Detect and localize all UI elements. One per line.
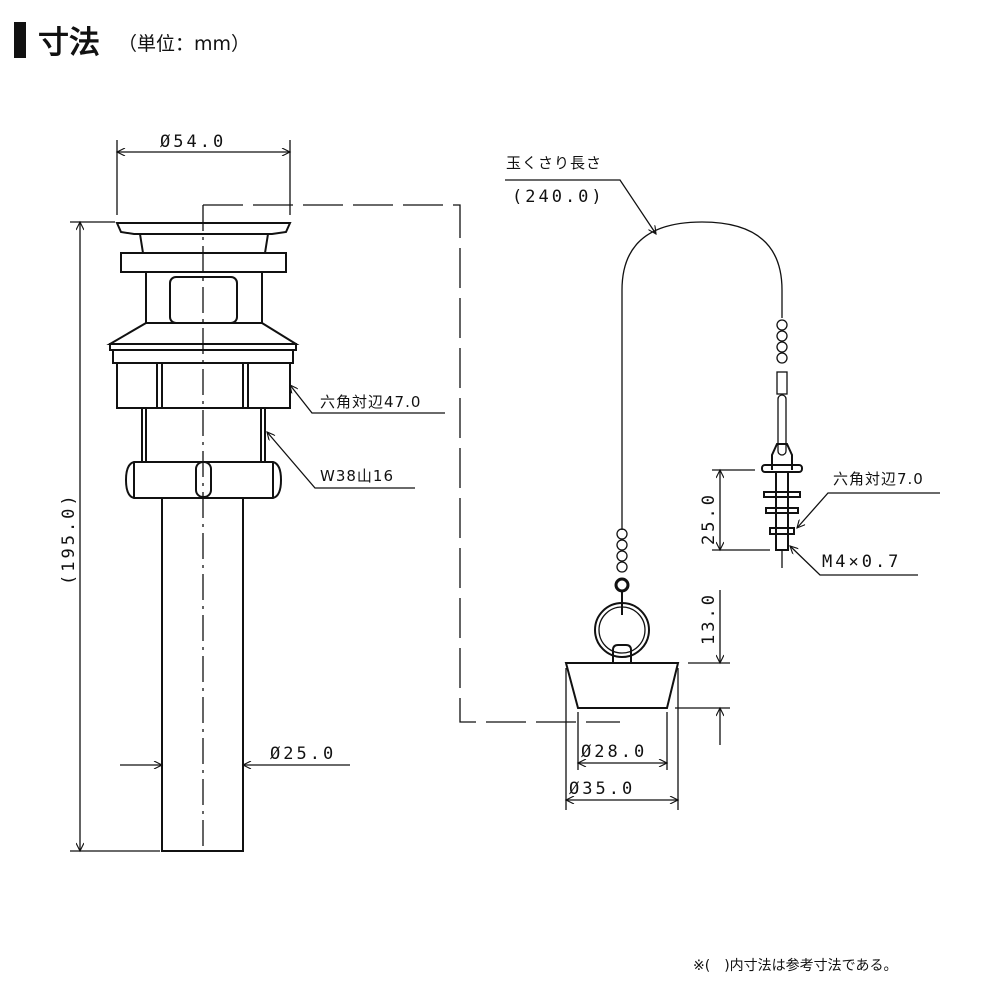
stopper-diameter-ext [565,668,679,810]
connection-line [203,204,620,723]
chain-length-leader [505,179,656,234]
chain-length-label: 玉くさり長さ [506,154,602,172]
stopper-plug [564,662,680,709]
bolt-length-label: 25.0 [699,492,719,545]
thread-label: W38山16 [320,467,394,485]
chain-beads-lower [616,528,628,573]
stopper-ring-inner [598,606,646,654]
bolt-dim-ext [712,469,770,551]
stopper-knob [612,644,632,663]
chain-length-value: (240.0) [512,187,605,207]
small-hex-leader [797,492,940,528]
chain-hook [761,371,803,568]
stopper-top-diameter-label: Ø35.0 [569,779,635,799]
stopper-ring [594,602,650,658]
top-diameter-label: Ø54.0 [160,132,226,152]
page-title: 寸法 [38,25,100,61]
pipe-diameter-label: Ø25.0 [270,744,336,764]
footnote: ※( )内寸法は参考寸法である。 [693,957,898,974]
hex-leader [290,385,445,414]
stopper-height-label: 13.0 [699,592,719,645]
small-hex-label: 六角対辺7.0 [833,470,924,488]
stopper-height-ext [675,662,730,709]
stopper-bottom-diameter-label: Ø28.0 [581,742,647,762]
unit-label: （単位：mm） [118,33,250,55]
chain-beads-upper [776,319,788,364]
hex-label: 六角対辺47.0 [320,393,421,411]
screw-label: M4×0.7 [822,552,901,572]
title-bar-mark [14,22,26,58]
screw-leader [790,546,918,576]
overall-height-label: (195.0) [59,492,79,585]
ball-chain [621,221,783,530]
drain-body [106,222,300,852]
stopper-bead [614,577,630,593]
thread-leader [267,432,415,489]
